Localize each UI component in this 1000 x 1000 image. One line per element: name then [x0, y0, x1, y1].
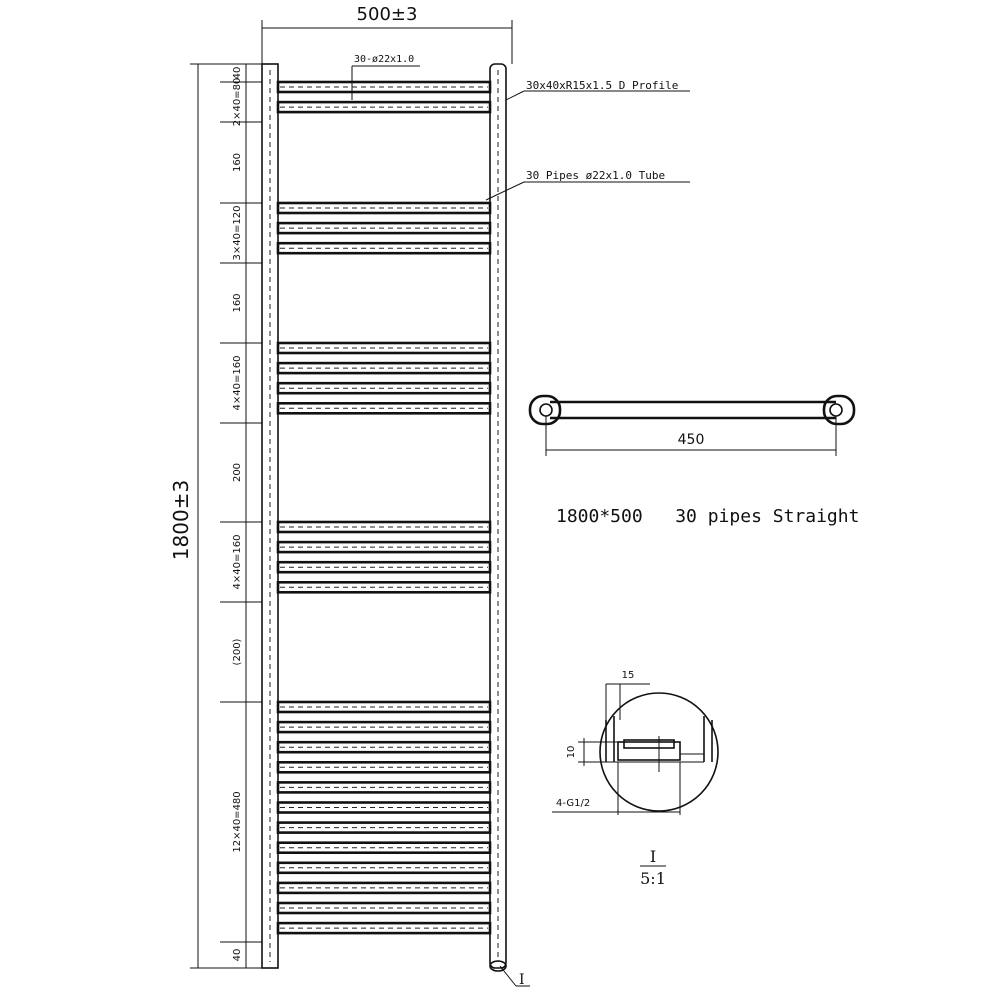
tube-label: 30 Pipes ø22x1.0 Tube: [526, 169, 665, 182]
front-view: [261, 63, 507, 972]
profile-leader: 30x40xR15x1.5 D Profile: [505, 79, 690, 101]
segment-dimension-label: 2×40=80: [232, 78, 243, 127]
detail-thread-label: 4-G1/2: [556, 798, 590, 809]
left-segment-dimensions: 402×40=801603×40=1201604×40=1602004×40=1…: [220, 63, 262, 969]
profile-label: 30x40xR15x1.5 D Profile: [526, 79, 678, 92]
pipe-rung: [276, 560, 492, 574]
detail-circle: [599, 692, 719, 812]
detail-fitting: [617, 741, 681, 761]
pipe-rung: [276, 841, 492, 855]
segment-dimension-label: 4×40=160: [232, 535, 243, 590]
right-upright: [489, 63, 507, 969]
segment-dimension-label: 200: [232, 463, 243, 482]
product-title: 1800*500 30 pipes Straight: [556, 506, 859, 527]
pipe-rung: [276, 861, 492, 875]
pipe-rung: [276, 720, 492, 734]
segment-dimension-label: (200): [232, 638, 243, 665]
pipe-rung: [276, 520, 492, 534]
pipe-rungs: [276, 80, 492, 935]
pipe-rung: [276, 540, 492, 554]
detail-scale: I 5:1: [640, 847, 666, 888]
segment-dimension-label: 3×40=120: [232, 206, 243, 261]
pipe-rung: [276, 341, 492, 355]
bracket-right-hole: [829, 403, 843, 417]
pipe-rung: [276, 881, 492, 895]
detail-scale-bottom: 5:1: [640, 869, 666, 888]
left-upright: [261, 63, 279, 969]
detail-callout-label: I: [519, 972, 525, 988]
pipe-rung: [276, 221, 492, 235]
pipe-spec-label: 30-ø22x1.0: [354, 54, 414, 65]
pipe-rung: [276, 760, 492, 774]
tube-leader: 30 Pipes ø22x1.0 Tube: [485, 169, 690, 201]
detail-width-label: 15: [622, 670, 635, 681]
pipe-rung: [276, 580, 492, 594]
pipe-spec-leader: 30-ø22x1.0: [351, 54, 420, 100]
segment-dimension-label: 4×40=160: [232, 356, 243, 411]
segment-dimension-label: 40: [232, 949, 243, 962]
detail-view: 15 10 4-G1/2: [552, 670, 719, 815]
bracket-left-end: [528, 394, 562, 426]
pipe-rung: [276, 901, 492, 915]
pipe-rung: [276, 80, 492, 94]
pipe-rung: [276, 740, 492, 754]
bracket-spacing-label: 450: [678, 432, 705, 448]
detail-height-label: 10: [566, 746, 577, 759]
segment-dimension-label: 40: [232, 67, 243, 80]
pipe-rung: [276, 361, 492, 375]
pipe-rung: [276, 100, 492, 114]
bracket-left-hole: [539, 403, 553, 417]
pipe-rung: [276, 700, 492, 714]
segment-dimension-label: 160: [232, 293, 243, 312]
pipe-rung: [276, 381, 492, 395]
detail-callout: I: [499, 965, 530, 988]
bracket-view: 450: [528, 394, 856, 456]
pipe-rung: [276, 781, 492, 794]
detail-scale-top: I: [650, 847, 656, 866]
segment-dimension-label: 160: [232, 153, 243, 172]
pipe-rung: [276, 241, 492, 255]
pipe-rung: [276, 921, 492, 935]
bracket-right-end: [822, 394, 856, 426]
pipe-rung: [276, 801, 492, 814]
pipe-rung: [276, 401, 492, 415]
width-dimension: 500±3: [261, 4, 513, 64]
pipe-rung: [276, 821, 492, 834]
overall-width-label: 500±3: [357, 4, 418, 25]
bottom-inlet: [489, 960, 507, 972]
height-dimension: 1800±3: [169, 63, 262, 969]
segment-dimension-label: 12×40=480: [232, 791, 243, 852]
overall-height-label: 1800±3: [169, 480, 193, 560]
pipe-rung: [276, 201, 492, 215]
